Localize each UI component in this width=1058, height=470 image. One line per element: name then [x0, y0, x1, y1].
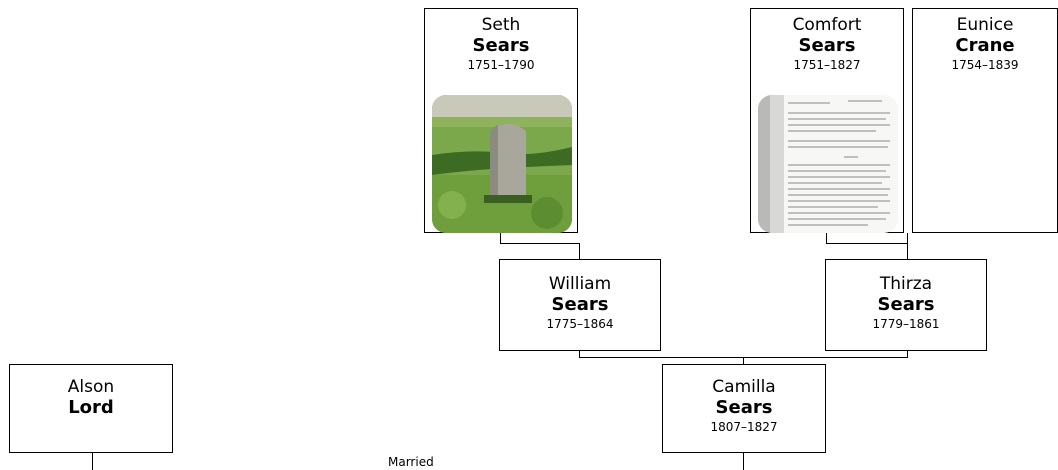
- person-card-william-sears[interactable]: William Sears 1775–1864: [499, 259, 661, 351]
- surname: Sears: [715, 397, 773, 418]
- connector-line: [92, 453, 93, 470]
- surname: Lord: [68, 397, 114, 418]
- life-years: 1751–1790: [467, 58, 535, 72]
- connector-line: [743, 453, 744, 470]
- given-name: Comfort: [792, 15, 862, 35]
- connector-line: [579, 351, 580, 357]
- given-name: William: [548, 274, 612, 294]
- surname: Sears: [798, 35, 856, 56]
- person-card-alson-lord[interactable]: Alson Lord: [9, 364, 173, 453]
- given-name: Camilla: [712, 377, 776, 397]
- life-years: 1754–1839: [951, 58, 1019, 72]
- connector-line: [826, 243, 908, 244]
- married-label: Married: [388, 455, 434, 469]
- given-name: Thirza: [879, 274, 933, 294]
- surname: Sears: [551, 294, 609, 315]
- life-years: 1779–1861: [872, 317, 940, 331]
- connector-line: [500, 233, 501, 244]
- person-card-seth-sears[interactable]: Seth Sears 1751–1790: [424, 8, 578, 233]
- person-card-thirza-sears[interactable]: Thirza Sears 1779–1861: [825, 259, 987, 351]
- connector-line: [826, 233, 827, 244]
- gravestone-photo: [432, 95, 572, 233]
- document-page-photo: [758, 95, 898, 233]
- given-name: Alson: [67, 377, 115, 397]
- surname: Sears: [472, 35, 530, 56]
- life-years: 1807–1827: [710, 420, 778, 434]
- person-card-camilla-sears[interactable]: Camilla Sears 1807–1827: [662, 364, 826, 453]
- connector-line: [579, 243, 580, 259]
- surname: Crane: [955, 35, 1015, 56]
- person-card-eunice-crane[interactable]: Eunice Crane 1754–1839: [912, 8, 1058, 233]
- surname: Sears: [877, 294, 935, 315]
- connector-line: [907, 351, 908, 357]
- given-name: Seth: [481, 15, 521, 35]
- life-years: 1775–1864: [546, 317, 614, 331]
- person-card-comfort-sears[interactable]: Comfort Sears 1751–1827: [750, 8, 904, 233]
- given-name: Eunice: [956, 15, 1014, 35]
- life-years: 1751–1827: [793, 58, 861, 72]
- connector-line: [907, 233, 908, 259]
- connector-line: [743, 357, 744, 364]
- connector-line: [500, 243, 580, 244]
